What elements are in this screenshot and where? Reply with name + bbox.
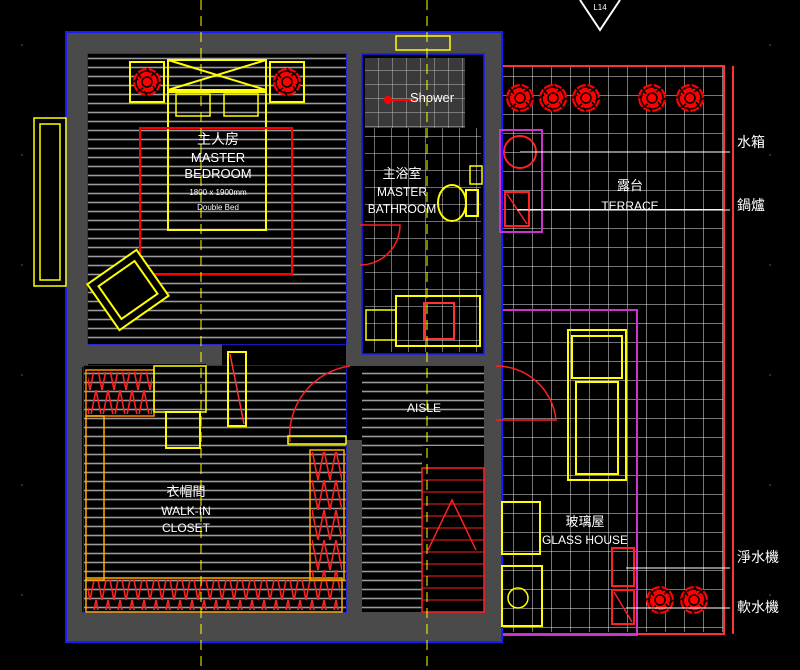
water-purifier-icon: [611, 547, 635, 587]
nightstand-lamp-left: [132, 67, 162, 97]
utility-enclosure: [499, 129, 543, 233]
aisle-label: AISLE: [407, 401, 441, 415]
glasshouse-sink-icon: [507, 587, 529, 609]
svg-text:L14: L14: [593, 3, 607, 12]
terrace-floor-grid: [498, 66, 723, 632]
closet-rail-right: [309, 449, 345, 581]
bathroom-label-en-1: MASTER: [377, 185, 427, 199]
bed-rug: [139, 127, 293, 275]
bathroom-label-cn: 主浴室: [382, 166, 421, 181]
bay-window: [33, 35, 451, 287]
bathroom-door: [359, 224, 401, 266]
bed: [129, 59, 305, 231]
callout-leaders: [517, 151, 730, 609]
toilet: [437, 184, 479, 222]
shower-floor: [365, 58, 465, 128]
background-grid-dots: [21, 44, 771, 596]
terrace-fan-2: [538, 83, 568, 113]
room-labels: 主人房 MASTER BEDROOM 1800 x 1900mm Double …: [161, 90, 658, 547]
bed-pillow-right: [223, 93, 259, 117]
aisle-floor: [362, 366, 484, 446]
daybed: [567, 329, 627, 481]
bed-size-label: 1800 x 1900mm: [189, 188, 247, 197]
boiler-icon: [504, 191, 530, 227]
callout-labels: 水箱 鍋爐 淨水機 軟水機: [737, 134, 779, 615]
terrace-fan-1: [505, 83, 535, 113]
lounge-chair: [85, 248, 171, 332]
water-softener-icon: [611, 589, 635, 625]
closet-label-en-2: CLOSET: [162, 521, 211, 535]
nightstand-lamp-right: [272, 67, 302, 97]
boiler-label: 鍋爐: [737, 197, 765, 213]
glasshouse-label-cn: 玻璃屋: [565, 514, 604, 529]
closet-door: [288, 365, 351, 443]
water-tank-label: 水箱: [737, 134, 765, 150]
terrace-label-en: TERRACE: [601, 199, 658, 213]
closet-mirror: [227, 351, 247, 427]
closet-rail-bottom: [85, 577, 343, 613]
terrace-label-cn: 露台: [617, 178, 643, 193]
vanity-sink: [423, 302, 455, 340]
bathroom-bench: [365, 309, 397, 341]
glasshouse-table: [501, 501, 541, 555]
closet-mirror-diag: [229, 353, 245, 425]
glasshouse-label-en: GLASS HOUSE: [542, 533, 628, 547]
bed-pillow-left: [175, 93, 211, 117]
bedroom-label-cn: 主人房: [197, 131, 239, 147]
bedroom-label-en-1: MASTER: [191, 150, 245, 165]
glasshouse-door: [495, 365, 557, 421]
closet-shelf-top: [85, 369, 155, 417]
closet-stool: [165, 411, 201, 449]
glasshouse-sink-unit: [501, 565, 543, 627]
terrace-fan-5: [675, 83, 705, 113]
water-purifier-label: 淨水機: [737, 549, 779, 565]
terrace-fan-4: [637, 83, 667, 113]
staircase: [421, 467, 485, 613]
closet-door-leaf: [287, 435, 347, 445]
glasshouse-fan-2: [679, 585, 709, 615]
bathroom-cabinet: [469, 165, 483, 185]
closet-label-cn: 衣帽間: [166, 484, 205, 499]
shower-drain: [384, 96, 392, 104]
glasshouse-fan-1: [645, 585, 675, 615]
bathroom-label-en-2: BATHROOM: [368, 202, 436, 216]
closet-rail-left: [85, 415, 105, 581]
bed-type-label: Double Bed: [197, 203, 239, 212]
water-softener-label: 軟水機: [737, 599, 779, 615]
bedroom-label-en-2: BEDROOM: [184, 166, 251, 181]
closet-label-en-1: WALK-IN: [161, 504, 211, 518]
terrace-fan-3: [571, 83, 601, 113]
shower-label: Shower: [410, 90, 455, 105]
aisle-lower-floor: [362, 446, 422, 612]
section-marker: L14: [579, 0, 621, 32]
